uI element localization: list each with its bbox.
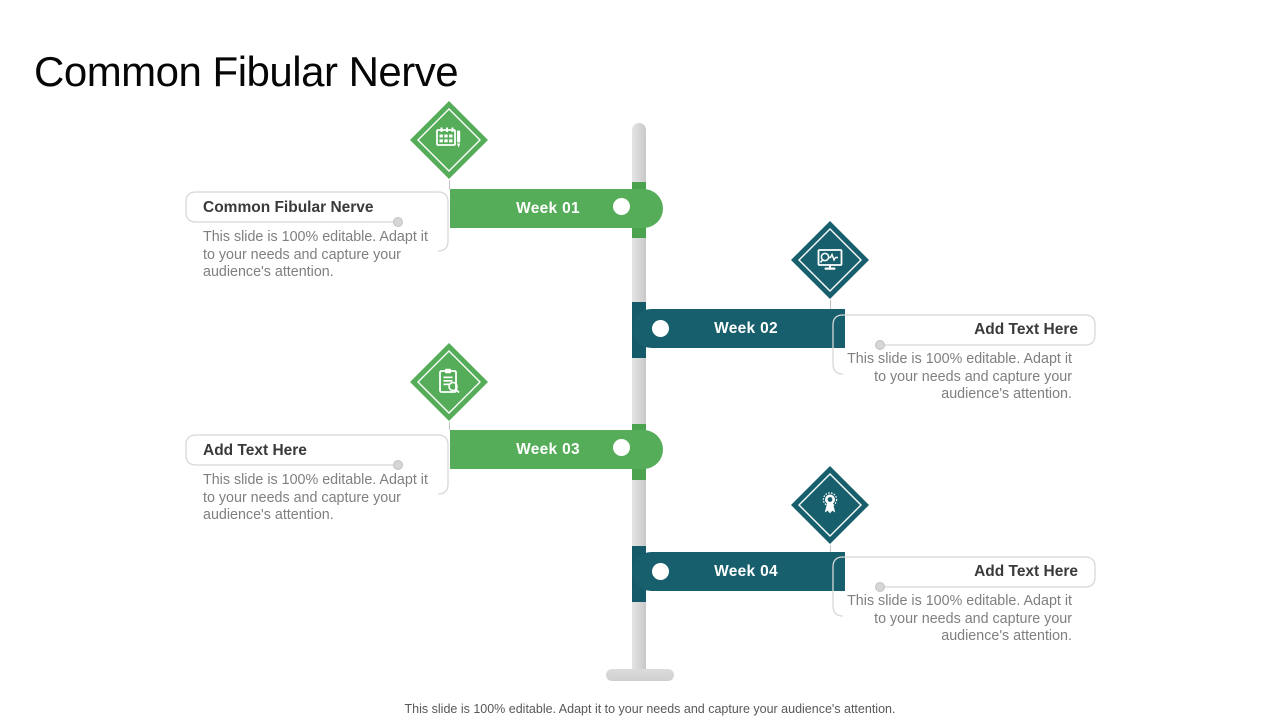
- tag-hole-week01: [613, 198, 630, 215]
- connector-dot: [393, 460, 403, 470]
- monitor-search-icon: [817, 249, 843, 270]
- award-ribbon-icon: [822, 492, 838, 514]
- clipboard-search-icon: [439, 368, 460, 394]
- milestone-diamond-week02: [791, 221, 869, 299]
- slide-footer-note[interactable]: This slide is 100% editable. Adapt it to…: [404, 702, 896, 716]
- card-outline-week04: [832, 556, 1096, 617]
- tag-hole-week03: [613, 439, 630, 456]
- diamond-stem: [830, 300, 831, 309]
- connector-dot: [875, 340, 885, 350]
- diamond-stem: [449, 422, 450, 430]
- timeline-pole: [632, 123, 646, 674]
- timeline-base: [606, 669, 674, 681]
- calendar-pen-icon: [436, 127, 461, 148]
- card-title-week02[interactable]: Add Text Here: [974, 321, 1078, 338]
- week01-label: Week 01: [516, 199, 580, 217]
- card-body-week02[interactable]: This slide is 100% editable. Adapt it to…: [847, 351, 1072, 403]
- diamond-stem: [830, 545, 831, 552]
- milestone-diamond-week01: [410, 101, 488, 179]
- card-title-week04[interactable]: Add Text Here: [974, 563, 1078, 580]
- card-outline-week03: [185, 434, 449, 495]
- tag-hole-week04: [652, 563, 669, 580]
- card-body-week01[interactable]: This slide is 100% editable. Adapt it to…: [203, 229, 428, 281]
- week03-label: Week 03: [516, 440, 580, 458]
- connector-dot: [875, 582, 885, 592]
- diamond-stem: [449, 180, 450, 189]
- week02-label: Week 02: [714, 319, 778, 337]
- milestone-diamond-week04: [791, 466, 869, 544]
- milestone-diamond-week03: [410, 343, 488, 421]
- card-outline-week01: [185, 191, 449, 252]
- card-body-week03[interactable]: This slide is 100% editable. Adapt it to…: [203, 472, 428, 524]
- card-title-week03[interactable]: Add Text Here: [203, 442, 307, 459]
- tag-hole-week02: [652, 320, 669, 337]
- card-outline-week02: [832, 314, 1096, 375]
- slide-title[interactable]: Common Fibular Nerve: [34, 48, 459, 96]
- card-body-week04[interactable]: This slide is 100% editable. Adapt it to…: [847, 593, 1072, 645]
- week04-label: Week 04: [714, 562, 778, 580]
- card-title-week01[interactable]: Common Fibular Nerve: [203, 199, 374, 216]
- connector-dot: [393, 217, 403, 227]
